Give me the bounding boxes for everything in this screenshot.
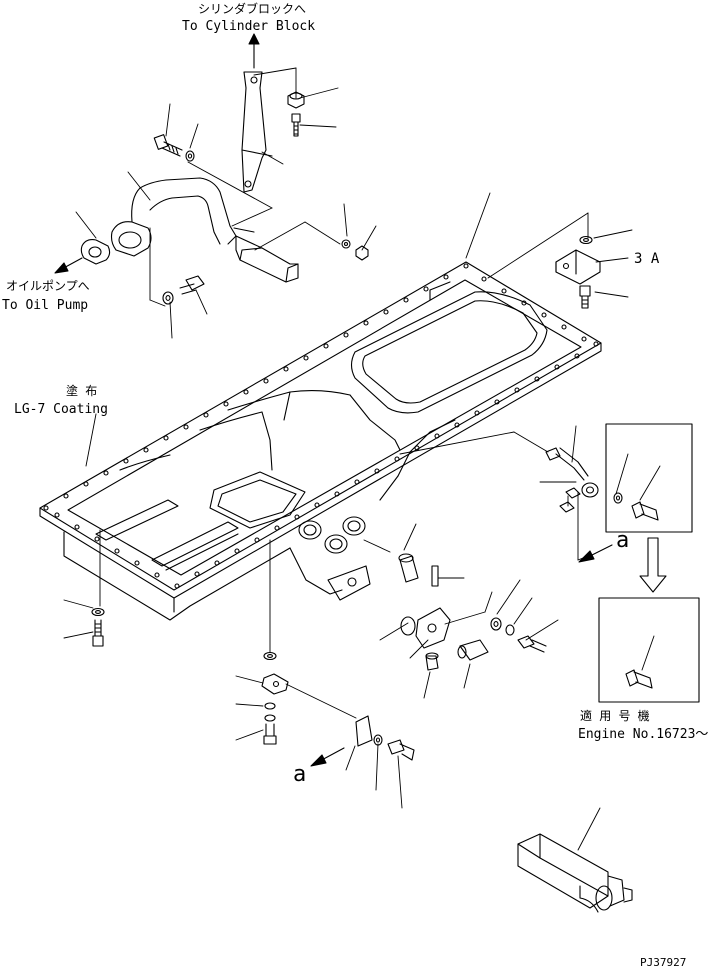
view-a-label-bottom: a xyxy=(293,762,306,787)
rubber-cap xyxy=(398,553,419,583)
o-ring xyxy=(400,616,416,636)
coating-label-en: LG-7 Coating xyxy=(14,402,108,417)
coating-label-jp: 塗 布 xyxy=(66,383,97,398)
detail-box-hardware xyxy=(605,423,693,533)
drawing-code: PJ37927 xyxy=(640,956,686,969)
oil-pump-label-jp: オイルポンプへ xyxy=(6,279,90,293)
washer-top-left xyxy=(185,150,195,162)
plug xyxy=(425,652,439,671)
clip-bracket-2 xyxy=(355,715,373,747)
leader-lines xyxy=(63,67,661,851)
sensor-harness xyxy=(545,447,599,513)
suction-pipe xyxy=(110,177,299,283)
engine-number-label: Engine No.16723〜 xyxy=(578,727,708,742)
washer-pipe xyxy=(162,291,174,305)
bolt-top xyxy=(291,113,301,137)
bolt-bottom xyxy=(387,739,415,761)
cylinder-block-label-jp: シリンダブロックへ xyxy=(198,1,306,16)
view-a-label-top: a xyxy=(616,528,629,553)
pin xyxy=(431,565,439,587)
pan-port-bosses xyxy=(298,516,371,601)
applicable-label-jp: 適 用 号 機 xyxy=(580,708,650,723)
dipstick-bracket xyxy=(241,71,273,193)
view-a-arrow-bottom xyxy=(310,747,345,767)
bolt-clip xyxy=(263,723,277,745)
washer-drain xyxy=(490,617,502,631)
to-oil-pump-arrow xyxy=(54,257,83,274)
washer-bracket xyxy=(341,239,351,249)
oil-pan xyxy=(39,261,602,621)
washer-bottom xyxy=(373,734,383,746)
washer-pan-front xyxy=(91,607,105,617)
ref-3a-label: 3 A xyxy=(634,251,660,267)
bolt-pan-front xyxy=(92,619,104,647)
view-a-arrow-top xyxy=(578,544,613,563)
suction-gasket xyxy=(80,239,111,265)
detail-box-later-engine xyxy=(598,597,700,703)
clip-bracket xyxy=(261,673,289,695)
bracket-3a xyxy=(555,249,601,285)
to-cylinder-block-arrow xyxy=(248,33,260,69)
bolt-pipe xyxy=(179,275,205,295)
nut-top xyxy=(287,91,305,109)
washer-clip xyxy=(264,702,276,722)
washer-drain-2 xyxy=(505,624,515,636)
washer-3a xyxy=(579,235,593,245)
washer-pan-rear xyxy=(263,651,277,661)
drain-plug xyxy=(457,639,489,661)
cylinder-block-label-en: To Cylinder Block xyxy=(182,19,315,34)
dipstick-tube-detail xyxy=(517,833,633,913)
detail-down-arrow xyxy=(639,537,667,593)
oil-pump-label-en: To Oil Pump xyxy=(2,298,88,313)
bolt-top-left xyxy=(153,134,183,157)
bolt-drain xyxy=(517,635,547,653)
bolt-3a xyxy=(579,285,591,309)
nut-bracket xyxy=(355,245,369,261)
cover-plate xyxy=(415,607,451,649)
